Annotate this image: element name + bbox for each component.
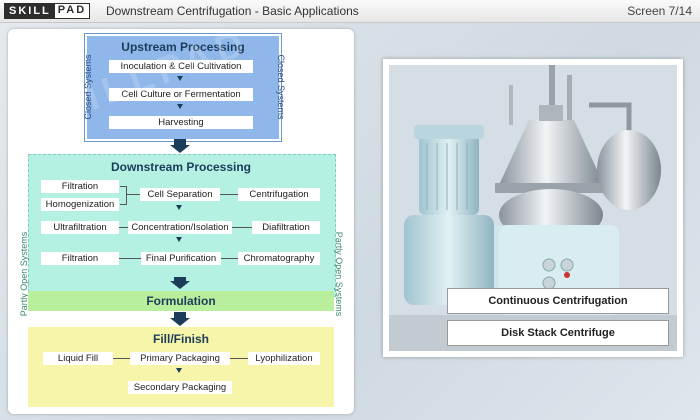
formulation-section (28, 291, 334, 311)
step-ultrafiltration: Ultrafiltration (41, 221, 119, 234)
step-chromatography: Chromatography (238, 252, 320, 265)
connector-line (126, 194, 140, 195)
flow-arrow-head-icon (170, 145, 190, 153)
centrifuge-photo-card: Continuous Centrifugation Disk Stack Cen… (383, 59, 683, 357)
logo-skill: SKILL (4, 3, 54, 19)
flow-arrow-head-icon (170, 281, 190, 289)
step-cell-separation: Cell Separation (140, 188, 220, 201)
step-secondary-packaging: Secondary Packaging (128, 381, 232, 394)
step-centrifugation: Centrifugation (238, 188, 320, 201)
step-primary-packaging: Primary Packaging (130, 352, 230, 365)
arrow-down-icon (176, 205, 182, 210)
flow-arrow-icon (174, 277, 186, 281)
flow-arrow-icon (174, 312, 186, 318)
arrow-down-icon (176, 237, 182, 242)
caption-continuous-centrifugation: Continuous Centrifugation (447, 288, 669, 314)
page-title: Downstream Centrifugation - Basic Applic… (106, 4, 359, 18)
step-lyophilization: Lyophilization (248, 352, 320, 365)
screen-counter: Screen 7/14 (627, 4, 692, 18)
process-diagram-panel: Upstream Processing Inoculation & Cell C… (8, 29, 354, 414)
upstream-step-culture: Cell Culture or Fermentation (109, 88, 253, 101)
upstream-side-label-left: Closed Systems (83, 54, 93, 120)
upstream-step-inoculation: Inoculation & Cell Cultivation (109, 60, 253, 73)
arrow-down-icon (176, 368, 182, 373)
flow-arrow-icon (174, 139, 186, 145)
upstream-side-label-right: Closed Systems (276, 54, 286, 120)
connector-line (126, 186, 127, 205)
arrow-down-icon (177, 104, 183, 109)
upstream-title: Upstream Processing (121, 40, 245, 54)
connector-line (113, 358, 130, 359)
caption-disk-stack-centrifuge: Disk Stack Centrifuge (447, 320, 669, 346)
connector-line (119, 227, 128, 228)
step-liquid-fill: Liquid Fill (43, 352, 113, 365)
connector-line (220, 194, 238, 195)
step-homogenization: Homogenization (41, 198, 119, 211)
step-diafiltration: Diafiltration (252, 221, 320, 234)
connector-line (119, 258, 141, 259)
connector-line (221, 258, 238, 259)
fill-finish-title: Fill/Finish (153, 332, 209, 346)
connector-line (120, 186, 126, 187)
arrow-down-icon (177, 76, 183, 81)
step-filtration-2: Filtration (41, 252, 119, 265)
connector-line (120, 204, 126, 205)
downstream-title: Downstream Processing (110, 160, 252, 174)
step-concentration-isolation: Concentration/Isolation (128, 221, 232, 234)
logo-pad: PAD (53, 3, 91, 19)
upstream-step-harvesting: Harvesting (109, 116, 253, 129)
connector-line (232, 227, 252, 228)
downstream-side-label-right: Partly Open Systems (334, 231, 344, 317)
step-filtration-1: Filtration (41, 180, 119, 193)
connector-line (230, 358, 248, 359)
step-final-purification: Final Purification (141, 252, 221, 265)
flow-arrow-head-icon (170, 318, 190, 326)
formulation-title: Formulation (146, 294, 216, 308)
